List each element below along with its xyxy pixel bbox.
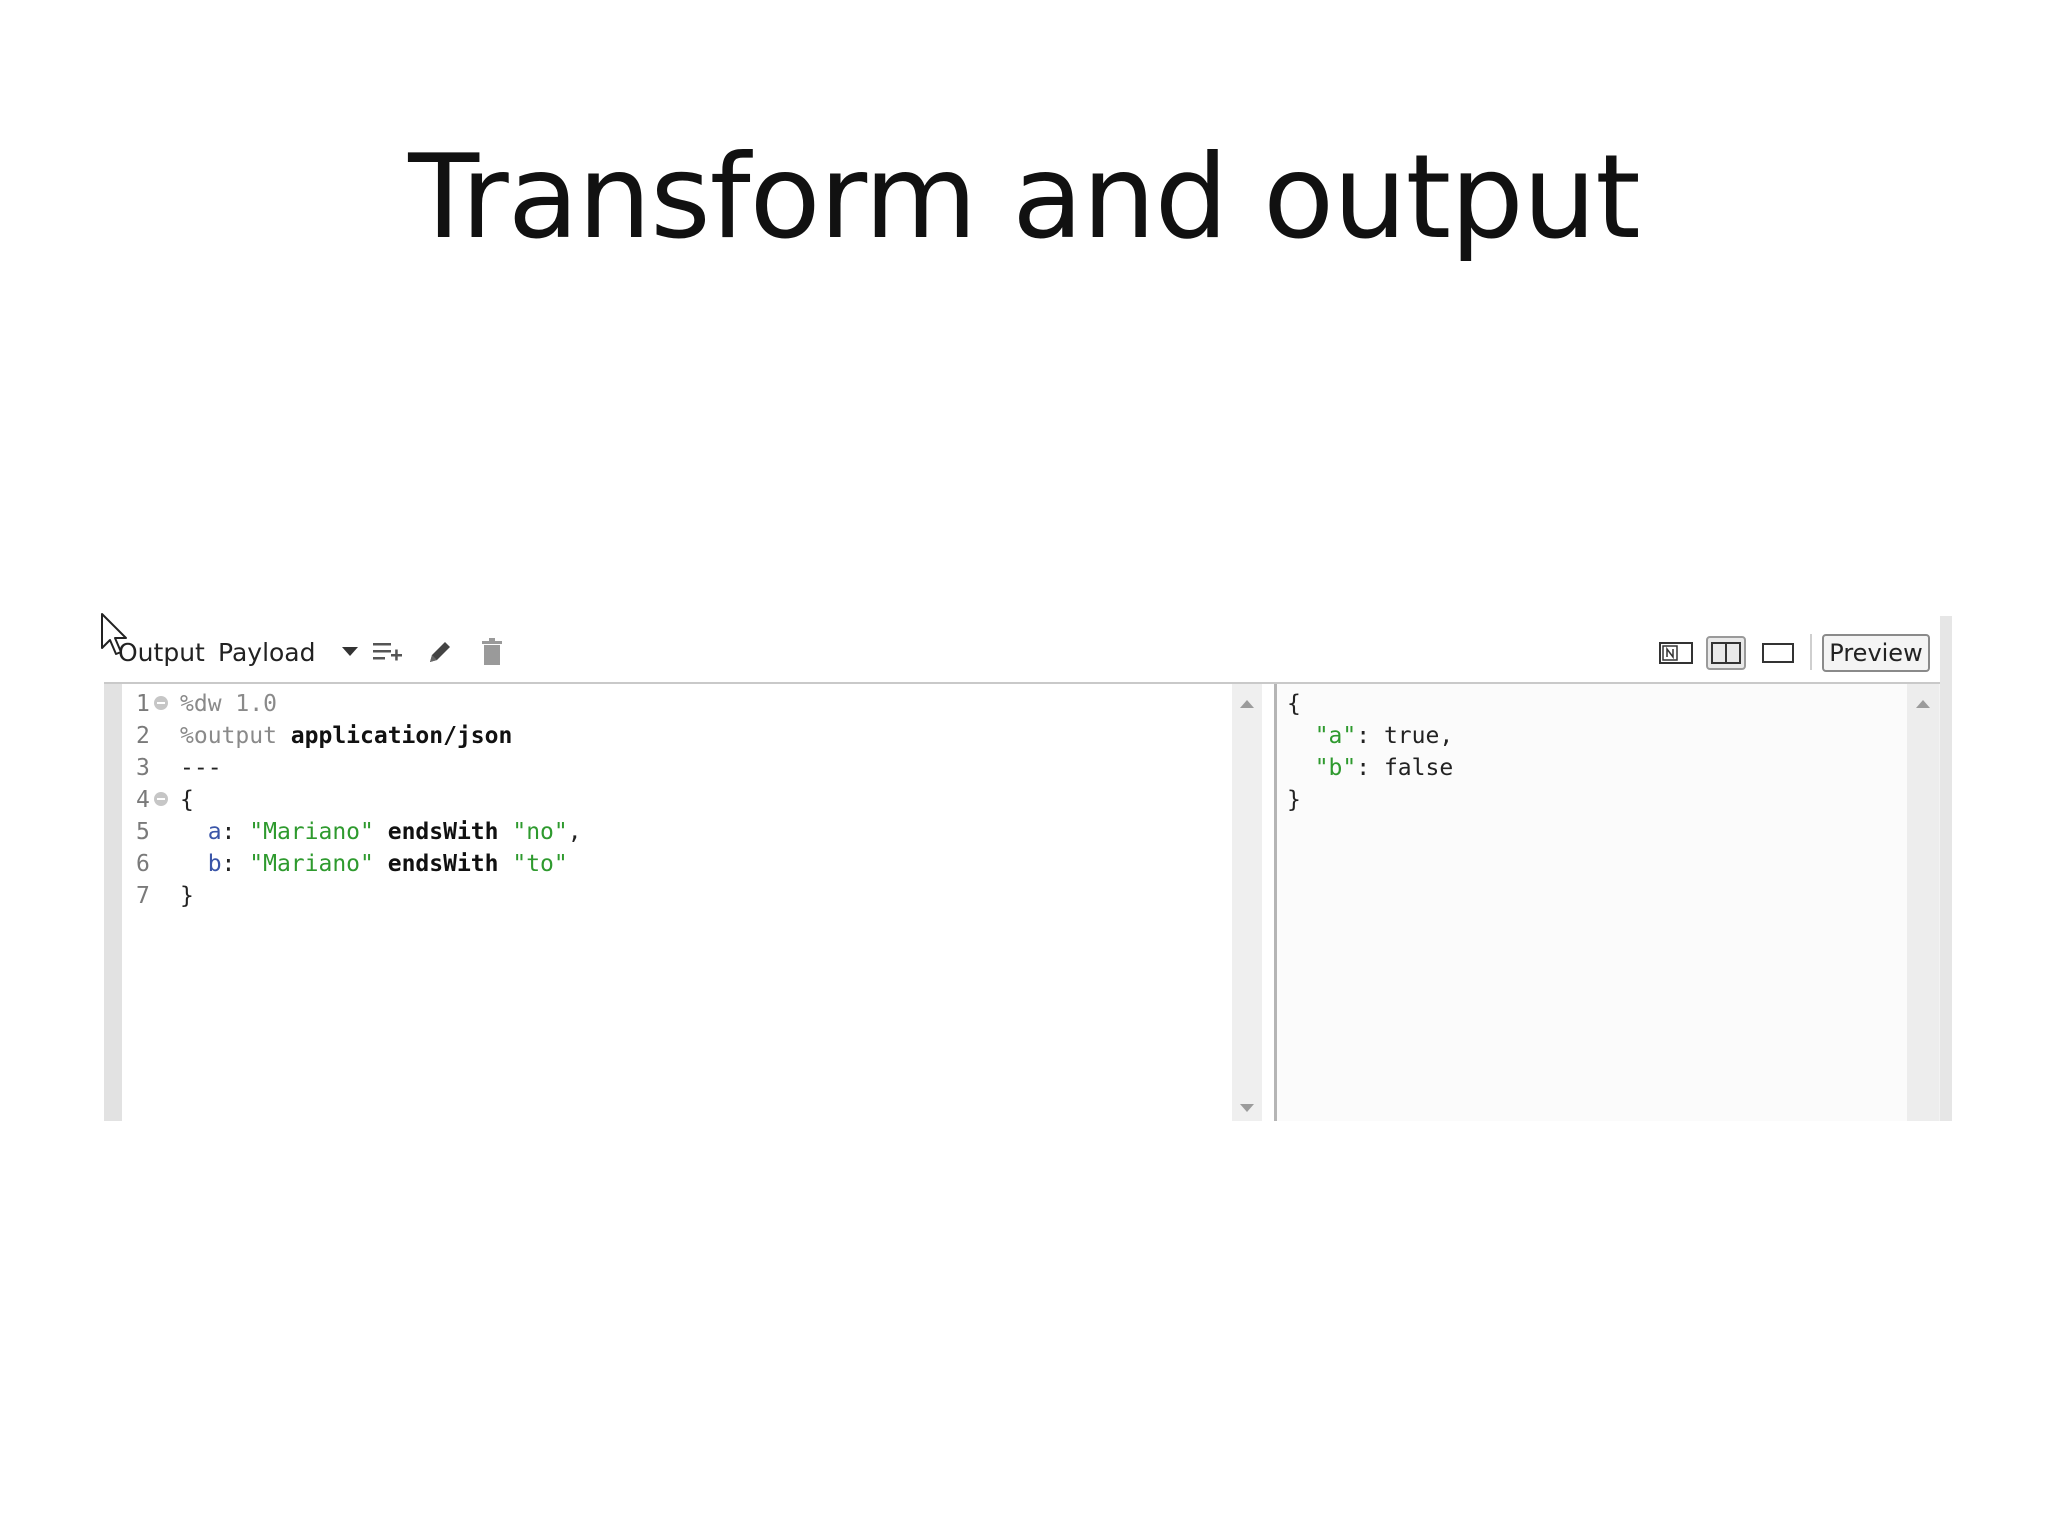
code-line[interactable]: 1 %dw 1.0 xyxy=(122,688,1222,720)
code-token: application/json xyxy=(290,723,513,749)
code-token: endsWith xyxy=(373,851,513,877)
code-line[interactable]: 4{ xyxy=(122,784,1222,816)
code-text: %output application/json xyxy=(180,720,512,752)
output-line: "a": true, xyxy=(1287,720,1453,752)
output-line: } xyxy=(1287,784,1301,816)
output-token: : false xyxy=(1356,755,1454,781)
preview-button[interactable]: Preview xyxy=(1822,634,1930,672)
code-token: { xyxy=(180,787,194,813)
output-preview: { "a": true, "b": false} xyxy=(1277,684,1907,1121)
code-token: "to" xyxy=(512,851,568,877)
code-text: b: "Mariano" endsWith "to" xyxy=(180,848,568,880)
scroll-up-icon[interactable] xyxy=(1916,700,1930,708)
line-number: 1 xyxy=(136,691,150,717)
code-token: , xyxy=(567,819,582,845)
payload-selector[interactable]: Payload xyxy=(218,638,316,667)
code-line[interactable]: 6 b: "Mariano" endsWith "to" xyxy=(122,848,1222,880)
code-text: %dw 1.0 xyxy=(180,688,277,720)
line-number: 6 xyxy=(136,851,150,877)
window-edge xyxy=(1940,616,1952,1121)
code-text: { xyxy=(180,784,194,816)
output-token: : true, xyxy=(1356,723,1454,749)
panel-splitter[interactable] xyxy=(1262,684,1277,1121)
layout-split-icon[interactable] xyxy=(1706,636,1746,670)
dataweave-editor: Output Payload xyxy=(104,616,1952,1121)
output-token xyxy=(1287,723,1315,749)
code-token: endsWith xyxy=(373,819,513,845)
code-line[interactable]: 2 %output application/json xyxy=(122,720,1222,752)
output-token: { xyxy=(1287,691,1301,717)
output-line: "b": false xyxy=(1287,752,1453,784)
code-token: a xyxy=(180,819,222,845)
code-token: b xyxy=(180,851,222,877)
editor-toolbar: Output Payload xyxy=(104,616,1952,684)
code-token: : xyxy=(221,819,250,845)
line-number: 2 xyxy=(136,723,150,749)
output-token: "a" xyxy=(1314,723,1357,749)
scroll-up-icon[interactable] xyxy=(1240,700,1254,708)
layout-right-icon[interactable] xyxy=(1758,636,1798,670)
code-scrollbar[interactable] xyxy=(1232,684,1262,1121)
editor-gutter xyxy=(104,684,122,1121)
output-token: } xyxy=(1287,787,1301,813)
trash-icon[interactable] xyxy=(476,636,508,668)
code-text: --- xyxy=(180,752,222,784)
output-token: "b" xyxy=(1314,755,1357,781)
output-line: { xyxy=(1287,688,1301,720)
fold-toggle-icon[interactable] xyxy=(154,696,168,710)
output-label: Output xyxy=(118,638,205,667)
fold-toggle-icon[interactable] xyxy=(154,792,168,806)
code-line[interactable]: 3 --- xyxy=(122,752,1222,784)
code-token: "no" xyxy=(512,819,568,845)
code-text: a: "Mariano" endsWith "no", xyxy=(180,816,582,848)
code-line[interactable]: 5 a: "Mariano" endsWith "no", xyxy=(122,816,1222,848)
output-token xyxy=(1287,755,1315,781)
line-number: 4 xyxy=(136,787,150,813)
code-token: } xyxy=(180,883,194,909)
code-token: "Mariano" xyxy=(249,851,374,877)
scroll-down-icon[interactable] xyxy=(1240,1104,1254,1112)
output-scrollbar[interactable] xyxy=(1907,684,1939,1121)
code-text: } xyxy=(180,880,194,912)
code-token: %output xyxy=(180,723,291,749)
code-token: %dw 1.0 xyxy=(180,691,277,717)
toolbar-separator xyxy=(1810,634,1812,670)
line-number: 3 xyxy=(136,755,150,781)
code-token: --- xyxy=(180,755,222,781)
slide-title: Transform and output xyxy=(408,130,1641,265)
mouse-cursor-icon xyxy=(101,613,127,655)
line-number: 7 xyxy=(136,883,150,909)
layout-left-icon[interactable] xyxy=(1656,636,1696,670)
code-token: : xyxy=(221,851,250,877)
code-line[interactable]: 7} xyxy=(122,880,1222,912)
add-row-icon[interactable] xyxy=(372,636,404,668)
line-number: 5 xyxy=(136,819,150,845)
pencil-icon[interactable] xyxy=(424,636,456,668)
code-token: "Mariano" xyxy=(249,819,374,845)
dropdown-arrow-icon[interactable] xyxy=(334,636,366,668)
